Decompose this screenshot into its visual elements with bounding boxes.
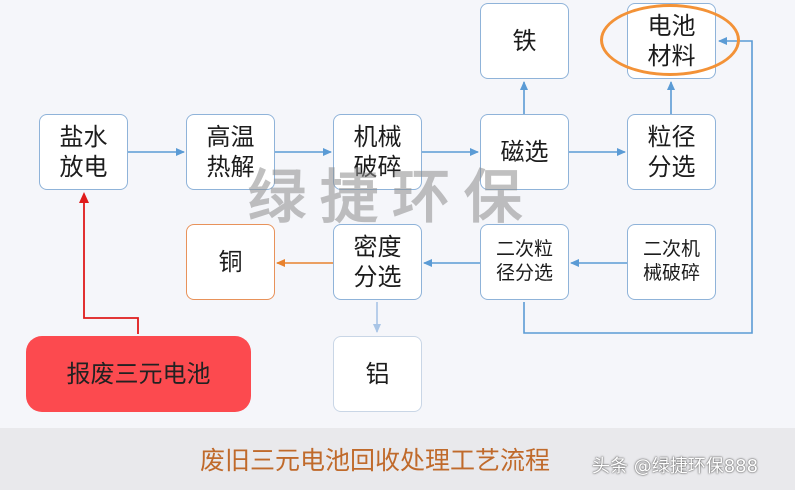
node-secondary-crushing: 二次机械破碎 xyxy=(627,224,716,300)
node-crushing: 机械破碎 xyxy=(333,114,422,190)
node-magnetic: 磁选 xyxy=(480,114,569,190)
node-size-sort: 粒径分选 xyxy=(627,114,716,190)
node-density-sort: 密度分选 xyxy=(333,224,422,300)
node-battery-material: 电池材料 xyxy=(627,3,716,79)
source-credit: 头条 @绿捷环保888 xyxy=(592,456,759,477)
node-salt-discharge: 盐水放电 xyxy=(39,114,128,190)
arrow-scrap-to-discharge xyxy=(79,192,139,334)
node-secondary-size-sort: 二次粒径分选 xyxy=(480,224,569,300)
node-scrap-battery: 报废三元电池 xyxy=(26,336,251,412)
node-pyrolysis: 高温热解 xyxy=(186,114,275,190)
node-copper: 铜 xyxy=(186,224,275,300)
node-aluminum: 铝 xyxy=(333,336,422,412)
footer-bar xyxy=(0,428,795,490)
footer-title: 废旧三元电池回收处理工艺流程 xyxy=(200,446,551,475)
connectors xyxy=(79,37,753,334)
arrow-secondary-sort-loop xyxy=(523,37,753,334)
node-iron: 铁 xyxy=(480,3,569,79)
watermark: 绿捷环保 xyxy=(248,163,537,231)
